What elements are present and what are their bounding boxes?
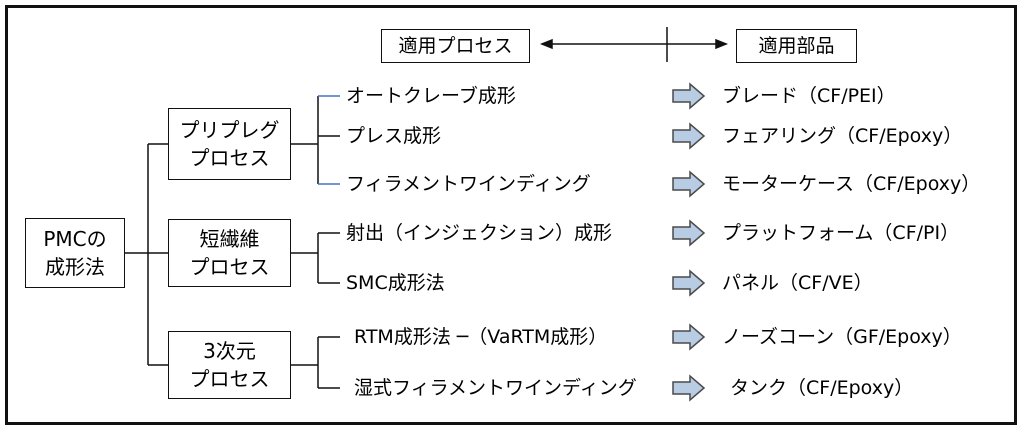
group-label-line2: プロセス <box>189 255 270 279</box>
process-label: プレス成形 <box>346 125 442 147</box>
process-label: 湿式フィラメントワインディング <box>354 377 637 399</box>
root-label-line2: 成形法 <box>45 255 105 279</box>
double-arrow-icon <box>539 27 729 62</box>
group-label-line1: 短繊維 <box>199 227 260 251</box>
group-box-short-fiber: 短繊維 プロセス <box>168 219 291 287</box>
right-block-arrow-icon <box>672 374 706 402</box>
outer-frame <box>5 5 1017 425</box>
parts-header-label: 適用部品 <box>758 35 835 57</box>
part-label: パネル（CF/VE） <box>722 272 873 294</box>
group-label-line2: プロセス <box>189 146 270 170</box>
right-block-arrow-icon <box>672 122 706 150</box>
root-label-line1: PMCの <box>43 227 107 251</box>
part-label: タンク（CF/Epoxy） <box>730 377 914 399</box>
process-label: オートクレーブ成形 <box>346 85 516 107</box>
part-label: ブレード（CF/PEI） <box>722 85 896 107</box>
root-box: PMCの 成形法 <box>25 218 125 288</box>
process-label: SMC成形法 <box>346 272 445 294</box>
right-block-arrow-icon <box>672 82 706 110</box>
tree-connectors <box>125 95 340 389</box>
group-label-line1: プリプレグ <box>179 118 280 142</box>
group-box-3d: 3次元 プロセス <box>168 331 291 399</box>
process-label: 射出（インジェクション）成形 <box>346 222 613 244</box>
group-label-line2: プロセス <box>189 367 270 391</box>
part-label: プラットフォーム（CF/PI） <box>722 222 960 244</box>
right-block-arrow-icon <box>672 269 706 297</box>
right-block-arrow-icon <box>672 323 706 351</box>
right-block-arrow-icon <box>672 170 706 198</box>
process-header-box: 適用プロセス <box>381 29 530 63</box>
part-label: モーターケース（CF/Epoxy） <box>722 173 981 195</box>
process-header-label: 適用プロセス <box>398 35 513 57</box>
process-label: フィラメントワインディング <box>346 173 591 195</box>
parts-header-box: 適用部品 <box>736 29 857 63</box>
row-arrows <box>672 82 706 402</box>
part-label: フェアリング（CF/Epoxy） <box>722 125 963 147</box>
right-block-arrow-icon <box>672 219 706 247</box>
group-label-line1: 3次元 <box>203 339 256 363</box>
part-label: ノーズコーン（GF/Epoxy） <box>722 326 962 348</box>
group-box-prepreg: プリプレグ プロセス <box>168 108 291 180</box>
process-label: RTM成形法 ─（VaRTM成形） <box>354 326 608 348</box>
